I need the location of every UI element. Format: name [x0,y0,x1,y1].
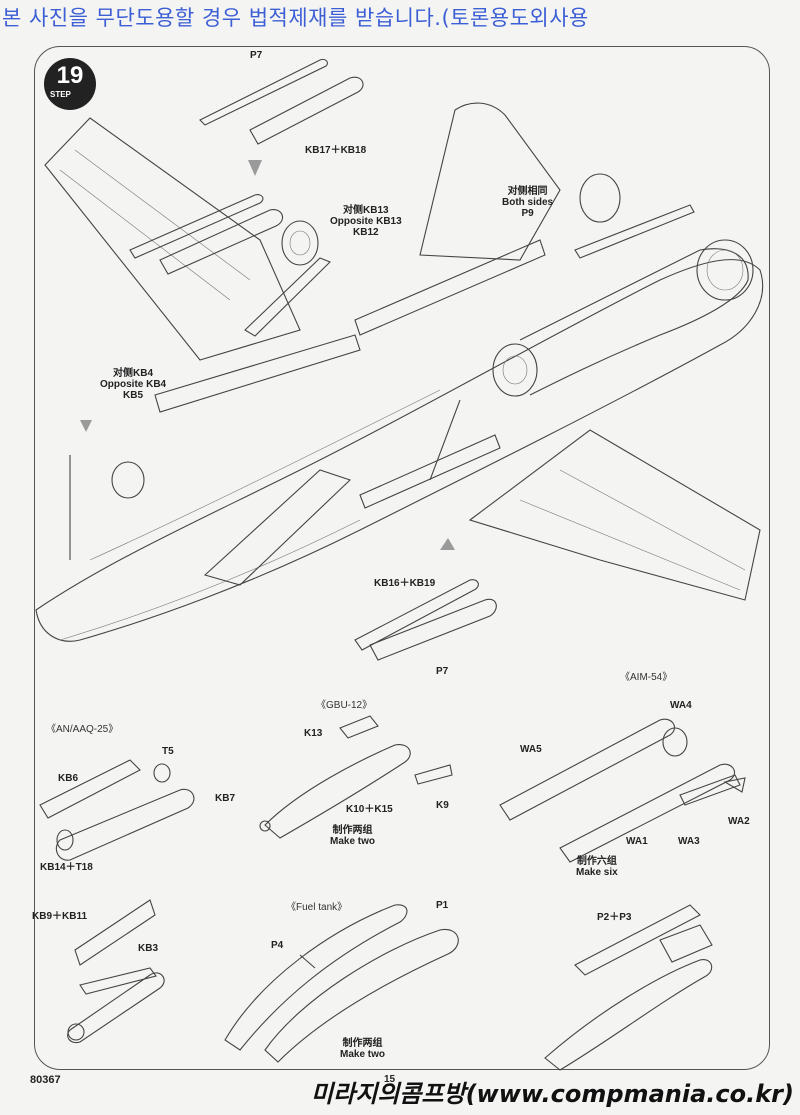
fuel-tank-note-en: Make two [340,1049,386,1060]
part-label-kb6: KB6 [58,773,79,784]
part-label-k13: K13 [304,728,323,739]
part-label-kb16-kb19: KB16＋KB19 [374,578,436,589]
fuel-tank-note-cn: 制作两组 [342,1038,383,1049]
label-kb13-cn: 对侧KB13 [343,205,389,216]
part-label-p4: P4 [271,940,284,951]
aaq25-title: 《AN/AAQ-25》 [46,724,119,735]
fuel-tank-title: 《Fuel tank》 [286,902,348,913]
label-kb4-cn: 对侧KB4 [113,368,154,379]
part-label-t5: T5 [162,746,174,757]
part-label-kb7: KB7 [215,793,236,804]
label-kb12: KB12 [353,227,379,238]
label-kb4-en: Opposite KB4 [100,379,167,390]
callout-opposite-kb13: 对侧KB13 Opposite KB13 KB12 [330,205,402,238]
page-frame [34,46,770,1070]
fuel-tank-note: 制作两组 Make two [340,1038,385,1060]
part-label-p7-top: P7 [250,50,263,61]
page-code: 80367 [30,1074,61,1086]
aim54-title: 《AIM-54》 [620,672,673,683]
label-kb5: KB5 [123,390,144,401]
aim54-note: 制作六组 Make six [576,856,618,878]
step-number: 19 [56,62,84,89]
step-badge: 19 STEP [44,58,96,110]
part-label-wa1: WA1 [626,836,648,847]
gbu12-note: 制作两组 Make two [330,825,375,847]
part-label-wa5: WA5 [520,744,542,755]
aim54-note-en: Make six [576,867,618,878]
footer-watermark: 미라지의콤프방(www.compmania.co.kr) [311,1080,794,1108]
part-label-kb9-kb11: KB9＋KB11 [32,911,88,922]
label-both-en: Both sides [502,197,554,208]
part-label-kb17-kb18: KB17＋KB18 [305,145,367,156]
gbu12-note-en: Make two [330,836,376,847]
part-label-wa4: WA4 [670,700,692,711]
part-label-wa3: WA3 [678,836,700,847]
part-label-k9: K9 [436,800,449,811]
step-label: STEP [50,90,71,99]
part-label-p2-p3: P2＋P3 [597,912,632,923]
part-label-kb3: KB3 [138,943,159,954]
callout-both-sides: 对侧相同 Both sides P9 [502,186,553,219]
gbu12-title: 《GBU-12》 [316,700,373,711]
part-label-p1: P1 [436,900,449,911]
part-label-p7-bottom: P7 [436,666,449,677]
gbu12-note-cn: 制作两组 [332,825,373,836]
part-label-kb14-t18: KB14＋T18 [40,862,93,873]
page-number: 15 [384,1074,396,1085]
part-label-wa2: WA2 [728,816,750,827]
callout-opposite-kb4: 对侧KB4 Opposite KB4 KB5 [100,368,166,401]
aim54-note-cn: 制作六组 [576,856,617,867]
label-kb13-en: Opposite KB13 [330,216,402,227]
label-both-cn: 对侧相同 [507,186,548,197]
part-label-k10-k15: K10＋K15 [346,804,393,815]
watermark-text: 본 사진을 무단도용할 경우 법적제재를 받습니다.(토론용도외사용 [2,6,589,30]
label-p9: P9 [521,208,534,219]
